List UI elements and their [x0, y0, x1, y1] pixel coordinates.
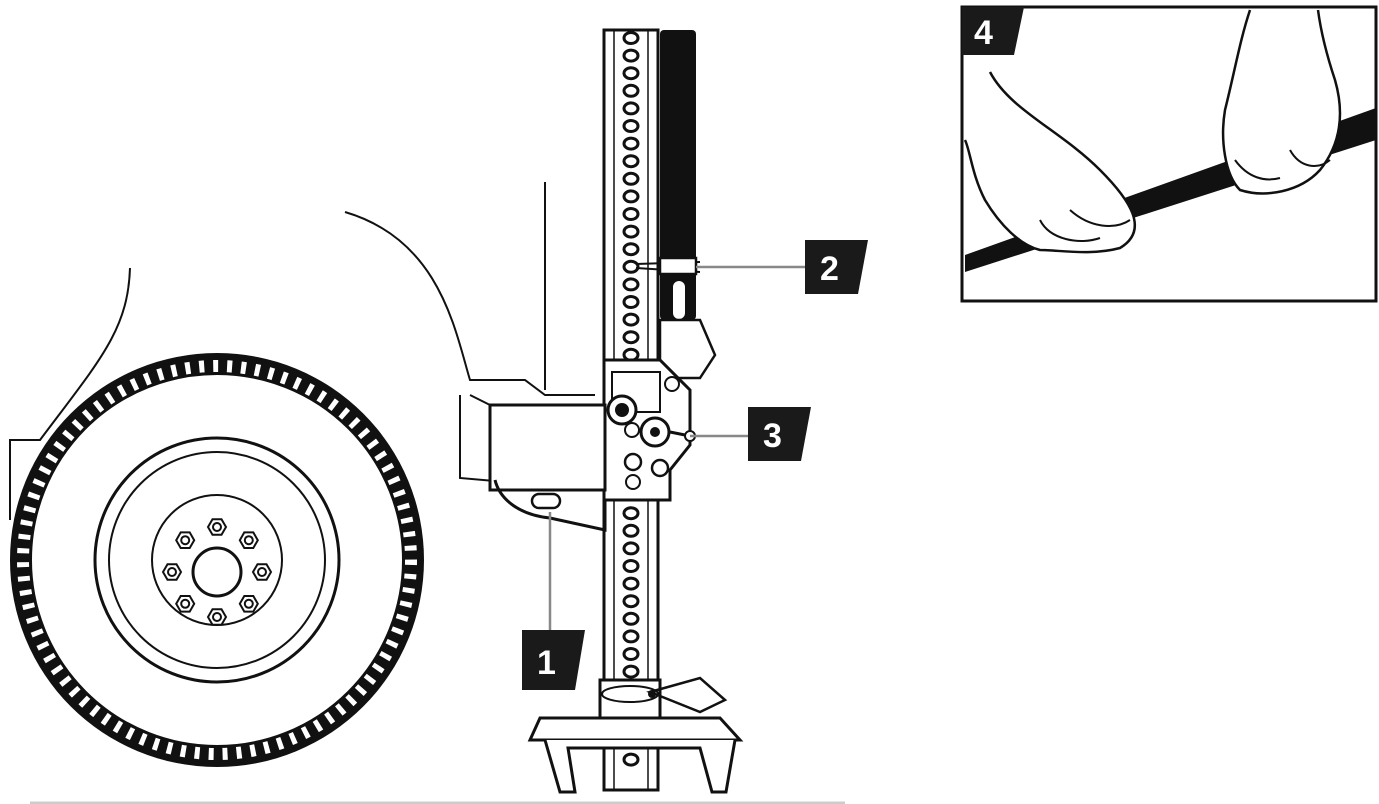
callout-3: 3 [748, 407, 811, 461]
tire-icon [10, 353, 424, 767]
callout-2-label: 2 [820, 250, 839, 288]
callout-1: 1 [522, 630, 585, 690]
hands-gripping-handle-icon [963, 9, 1376, 272]
vehicle-body [9, 182, 601, 520]
jack-handle [660, 30, 696, 320]
callout-4: 4 [962, 7, 1024, 55]
high-lift-jack-icon [469, 28, 744, 794]
callout-3-label: 3 [763, 417, 782, 455]
lifting-nose [488, 403, 607, 492]
callout-1-label: 1 [537, 644, 556, 682]
callout-2: 2 [805, 240, 868, 294]
inset-panel-4: 4 [960, 5, 1378, 303]
callout-4-label: 4 [974, 14, 993, 52]
